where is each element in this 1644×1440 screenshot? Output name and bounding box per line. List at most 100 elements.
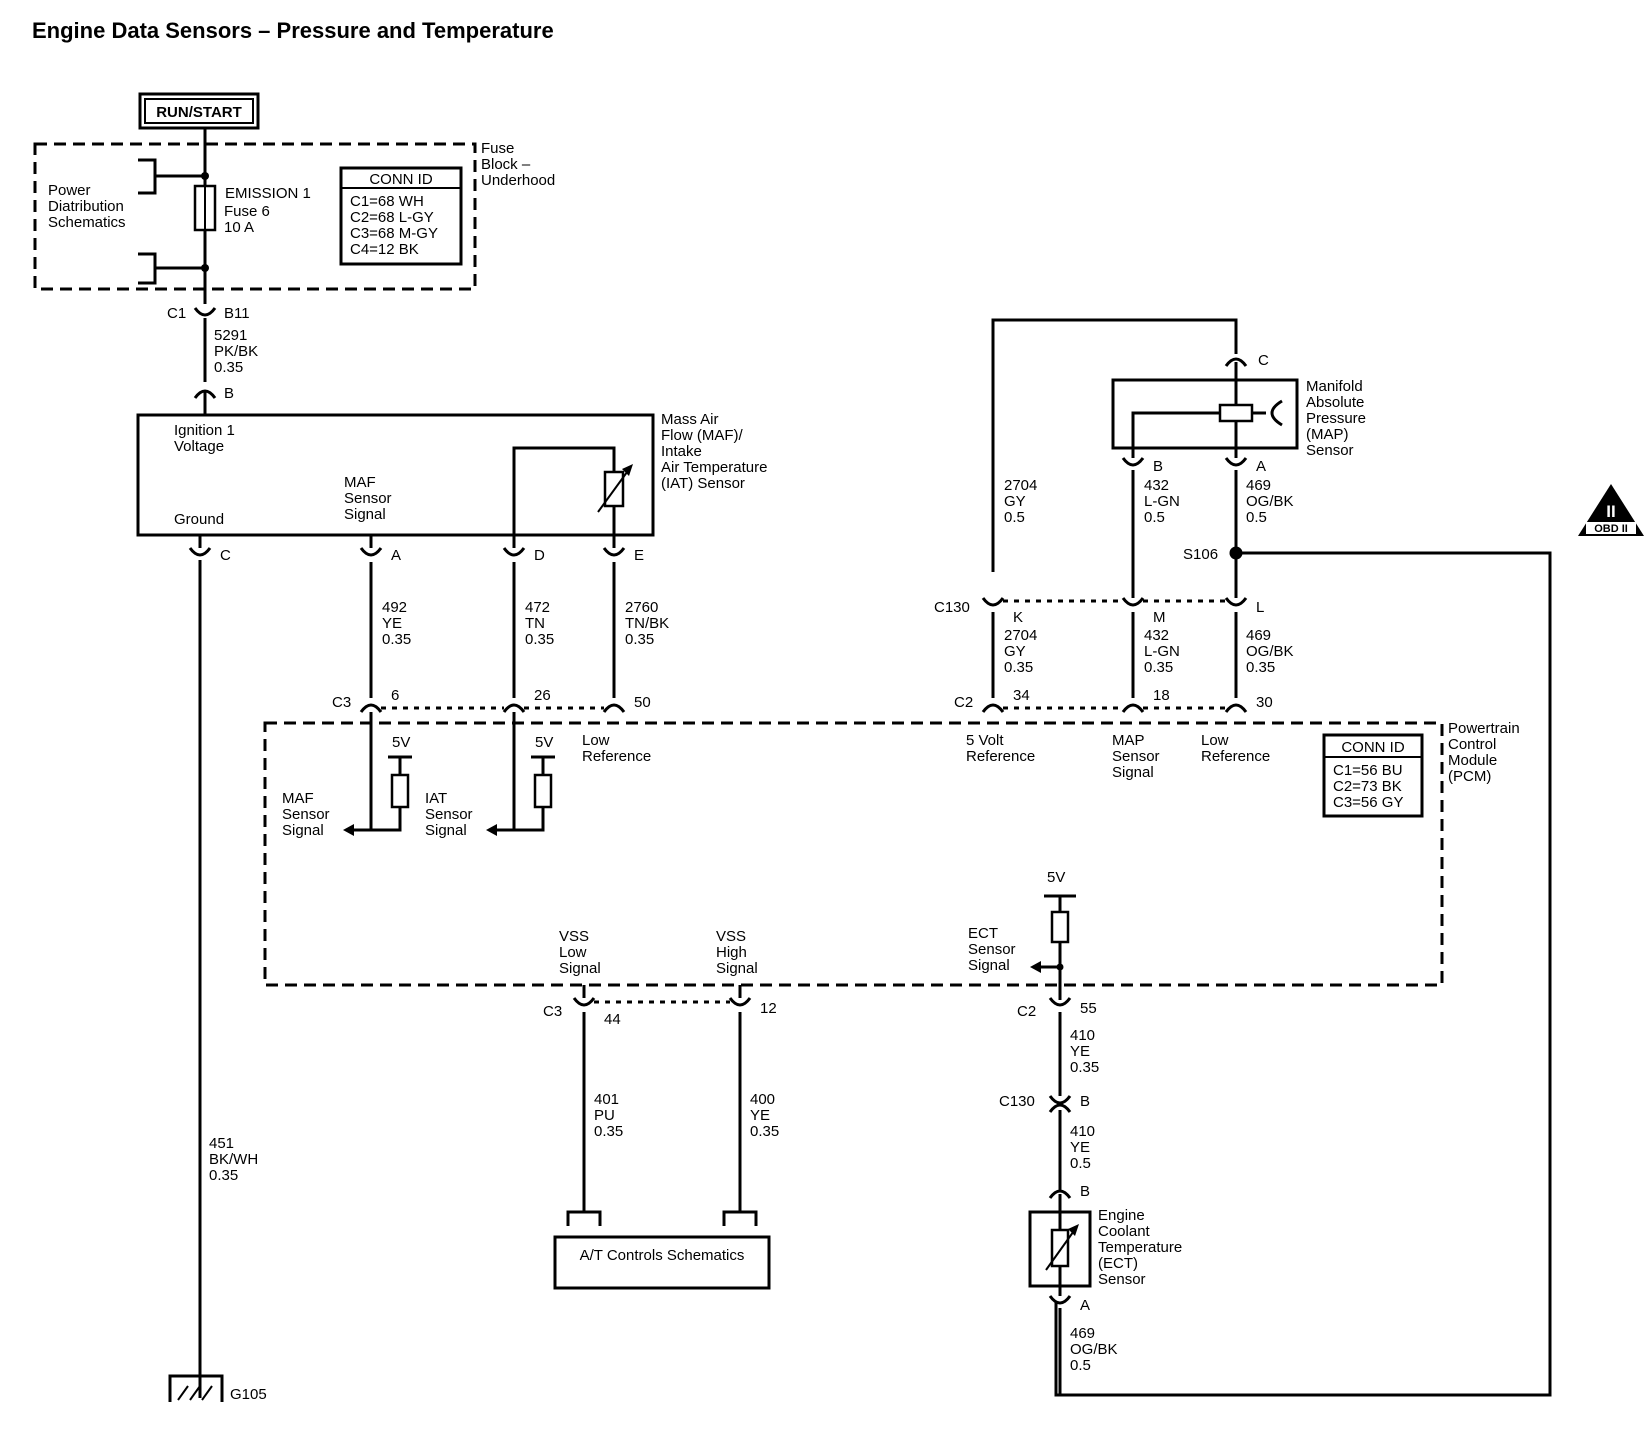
- maf-name-2: Flow (MAF)/: [661, 427, 743, 444]
- ect-wire3-circuit: 469: [1070, 1325, 1095, 1342]
- ect-pin-a-connector-icon: [1048, 1295, 1072, 1305]
- map-internal-b: [1131, 411, 1220, 448]
- pcm-c2-pin-34-icon: [981, 703, 1005, 713]
- power-bracket-bottom: [138, 252, 157, 285]
- maf-pin-d-label: D: [534, 547, 545, 564]
- obd-ii-roman: II: [1606, 502, 1615, 521]
- at-controls-label: A/T Controls Schematics: [580, 1247, 745, 1264]
- c130-pin-k-label: K: [1013, 609, 1023, 626]
- pcm-map-sig-1: MAP: [1112, 732, 1145, 749]
- ect-thermistor-arrow: [1045, 1227, 1077, 1271]
- feed-wire-circuit: 5291: [214, 327, 247, 344]
- fuse-conn-id-line-4: C4=12 BK: [350, 241, 419, 258]
- pcm-c2-pin-18-icon: [1121, 703, 1145, 713]
- maf-pin-d-connector-icon: [502, 547, 526, 557]
- iat-thermistor-arrowhead: [622, 464, 633, 476]
- maf-sig-label-2: Sensor: [344, 490, 392, 507]
- maf-name-3: Intake: [661, 443, 702, 460]
- pcm-name-3: Module: [1448, 752, 1497, 769]
- pcm-ect-5v-label: 5V: [1047, 869, 1065, 886]
- pcm-vss-low-3: Signal: [559, 960, 601, 977]
- ground-hatch-1: [177, 1385, 189, 1401]
- c130-wire-lgn-gauge: 0.35: [1144, 659, 1173, 676]
- fuse-block-outline: [33, 142, 477, 291]
- maf-ign-label-1: Ignition 1: [174, 422, 235, 439]
- maf-wire-a-gauge: 0.35: [382, 631, 411, 648]
- pcm-c3-pin-12-icon: [728, 997, 752, 1007]
- pcm-vss-high-2: High: [716, 944, 747, 961]
- ect-pin-b-connector-icon: [1048, 1189, 1072, 1199]
- pcm-pin-30-label: 30: [1256, 694, 1273, 711]
- pcm-maf-5v-label: 5V: [392, 734, 410, 751]
- c1-label: C1: [167, 305, 186, 322]
- pcm-maf-sig-label-3: Signal: [282, 822, 324, 839]
- pcm-maf-low-ref-1: Low: [582, 732, 610, 749]
- fuse-conn-id-line-1: C1=68 WH: [350, 193, 424, 210]
- maf-name-4: Air Temperature: [661, 459, 767, 476]
- ground-wire-color: BK/WH: [209, 1151, 258, 1168]
- ect-name-5: Sensor: [1098, 1271, 1146, 1288]
- pcm-maf-low-ref-2: Reference: [582, 748, 651, 765]
- c130-wire-lgn-color: L-GN: [1144, 643, 1180, 660]
- map-pin-c-label: C: [1258, 352, 1269, 369]
- maf-wire-a-color: YE: [382, 615, 402, 632]
- c130-wire-gy-gauge: 0.35: [1004, 659, 1033, 676]
- map-wire-og-gauge: 0.5: [1246, 509, 1267, 526]
- ect-wire2-color: YE: [1070, 1139, 1090, 1156]
- vss-low-wire-gauge: 0.35: [594, 1123, 623, 1140]
- pcm-maf-sig-label-2: Sensor: [282, 806, 330, 823]
- c130-wire-gy-color: GY: [1004, 643, 1026, 660]
- pcm-iat-pullup-resistor-icon: [533, 773, 553, 809]
- pcm-iat-5v-label: 5V: [535, 734, 553, 751]
- c130-top-label: C130: [934, 599, 970, 616]
- pcm-c3-bottom-label: C3: [543, 1003, 562, 1020]
- pcm-iat-signal-arrow-icon: [486, 824, 497, 836]
- pcm-conn-id-line-3: C3=56 GY: [1333, 794, 1403, 811]
- fuse-block-label-1: Fuse: [481, 140, 514, 157]
- pcm-pin-18-label: 18: [1153, 687, 1170, 704]
- map-pin-b-label: B: [1153, 458, 1163, 475]
- map-name-4: (MAP): [1306, 426, 1349, 443]
- ect-wire2-gauge: 0.5: [1070, 1155, 1091, 1172]
- maf-pin-b-label: B: [224, 385, 234, 402]
- map-name-3: Pressure: [1306, 410, 1366, 427]
- ground-hatch-3: [201, 1385, 213, 1401]
- maf-wire-d-color: TN: [525, 615, 545, 632]
- maf-wire-d-gauge: 0.35: [525, 631, 554, 648]
- map-pressure-port-icon: [1270, 399, 1283, 427]
- pcm-map-sig-2: Sensor: [1112, 748, 1160, 765]
- power-dist-label-3: Schematics: [48, 214, 126, 231]
- pcm-ect-signal-arrow-icon: [1030, 961, 1041, 973]
- map-5v-ref-loop: [991, 318, 1238, 572]
- fuse-conn-id-title: CONN ID: [369, 171, 433, 188]
- ect-pin-a-label: A: [1080, 1297, 1090, 1314]
- ect-wire3-color: OG/BK: [1070, 1341, 1118, 1358]
- pcm-map-sig-3: Signal: [1112, 764, 1154, 781]
- run-start-inner: [144, 98, 254, 124]
- pcm-c3-pin-6-icon: [359, 703, 383, 713]
- pcm-name-1: Powertrain: [1448, 720, 1520, 737]
- ect-name-4: (ECT): [1098, 1255, 1138, 1272]
- ect-c130-label: C130: [999, 1093, 1035, 1110]
- pcm-c3-top-label: C3: [332, 694, 351, 711]
- c130-wire-og-circuit: 469: [1246, 627, 1271, 644]
- ect-name-2: Coolant: [1098, 1223, 1151, 1240]
- c1-b11-connector-icon: [193, 307, 217, 317]
- ect-c130-upper-icon: [1048, 1095, 1072, 1105]
- vss-high-wire-circuit: 400: [750, 1091, 775, 1108]
- ect-pin-b-label: B: [1080, 1183, 1090, 1200]
- page-title: Engine Data Sensors – Pressure and Tempe…: [32, 18, 554, 43]
- at-controls-box[interactable]: [553, 1235, 771, 1290]
- run-start-label: RUN/START: [156, 104, 242, 121]
- iat-thermistor-arrow: [597, 467, 631, 513]
- maf-pin-a-connector-icon: [359, 547, 383, 557]
- power-dist-label-2: Diatribution: [48, 198, 124, 215]
- vss-low-wire-color: PU: [594, 1107, 615, 1124]
- map-wire-lgn-color: L-GN: [1144, 493, 1180, 510]
- map-pin-a-label: A: [1256, 458, 1266, 475]
- maf-pin-b-connector-icon: [193, 389, 217, 399]
- pcm-name-2: Control: [1448, 736, 1496, 753]
- map-name-2: Absolute: [1306, 394, 1364, 411]
